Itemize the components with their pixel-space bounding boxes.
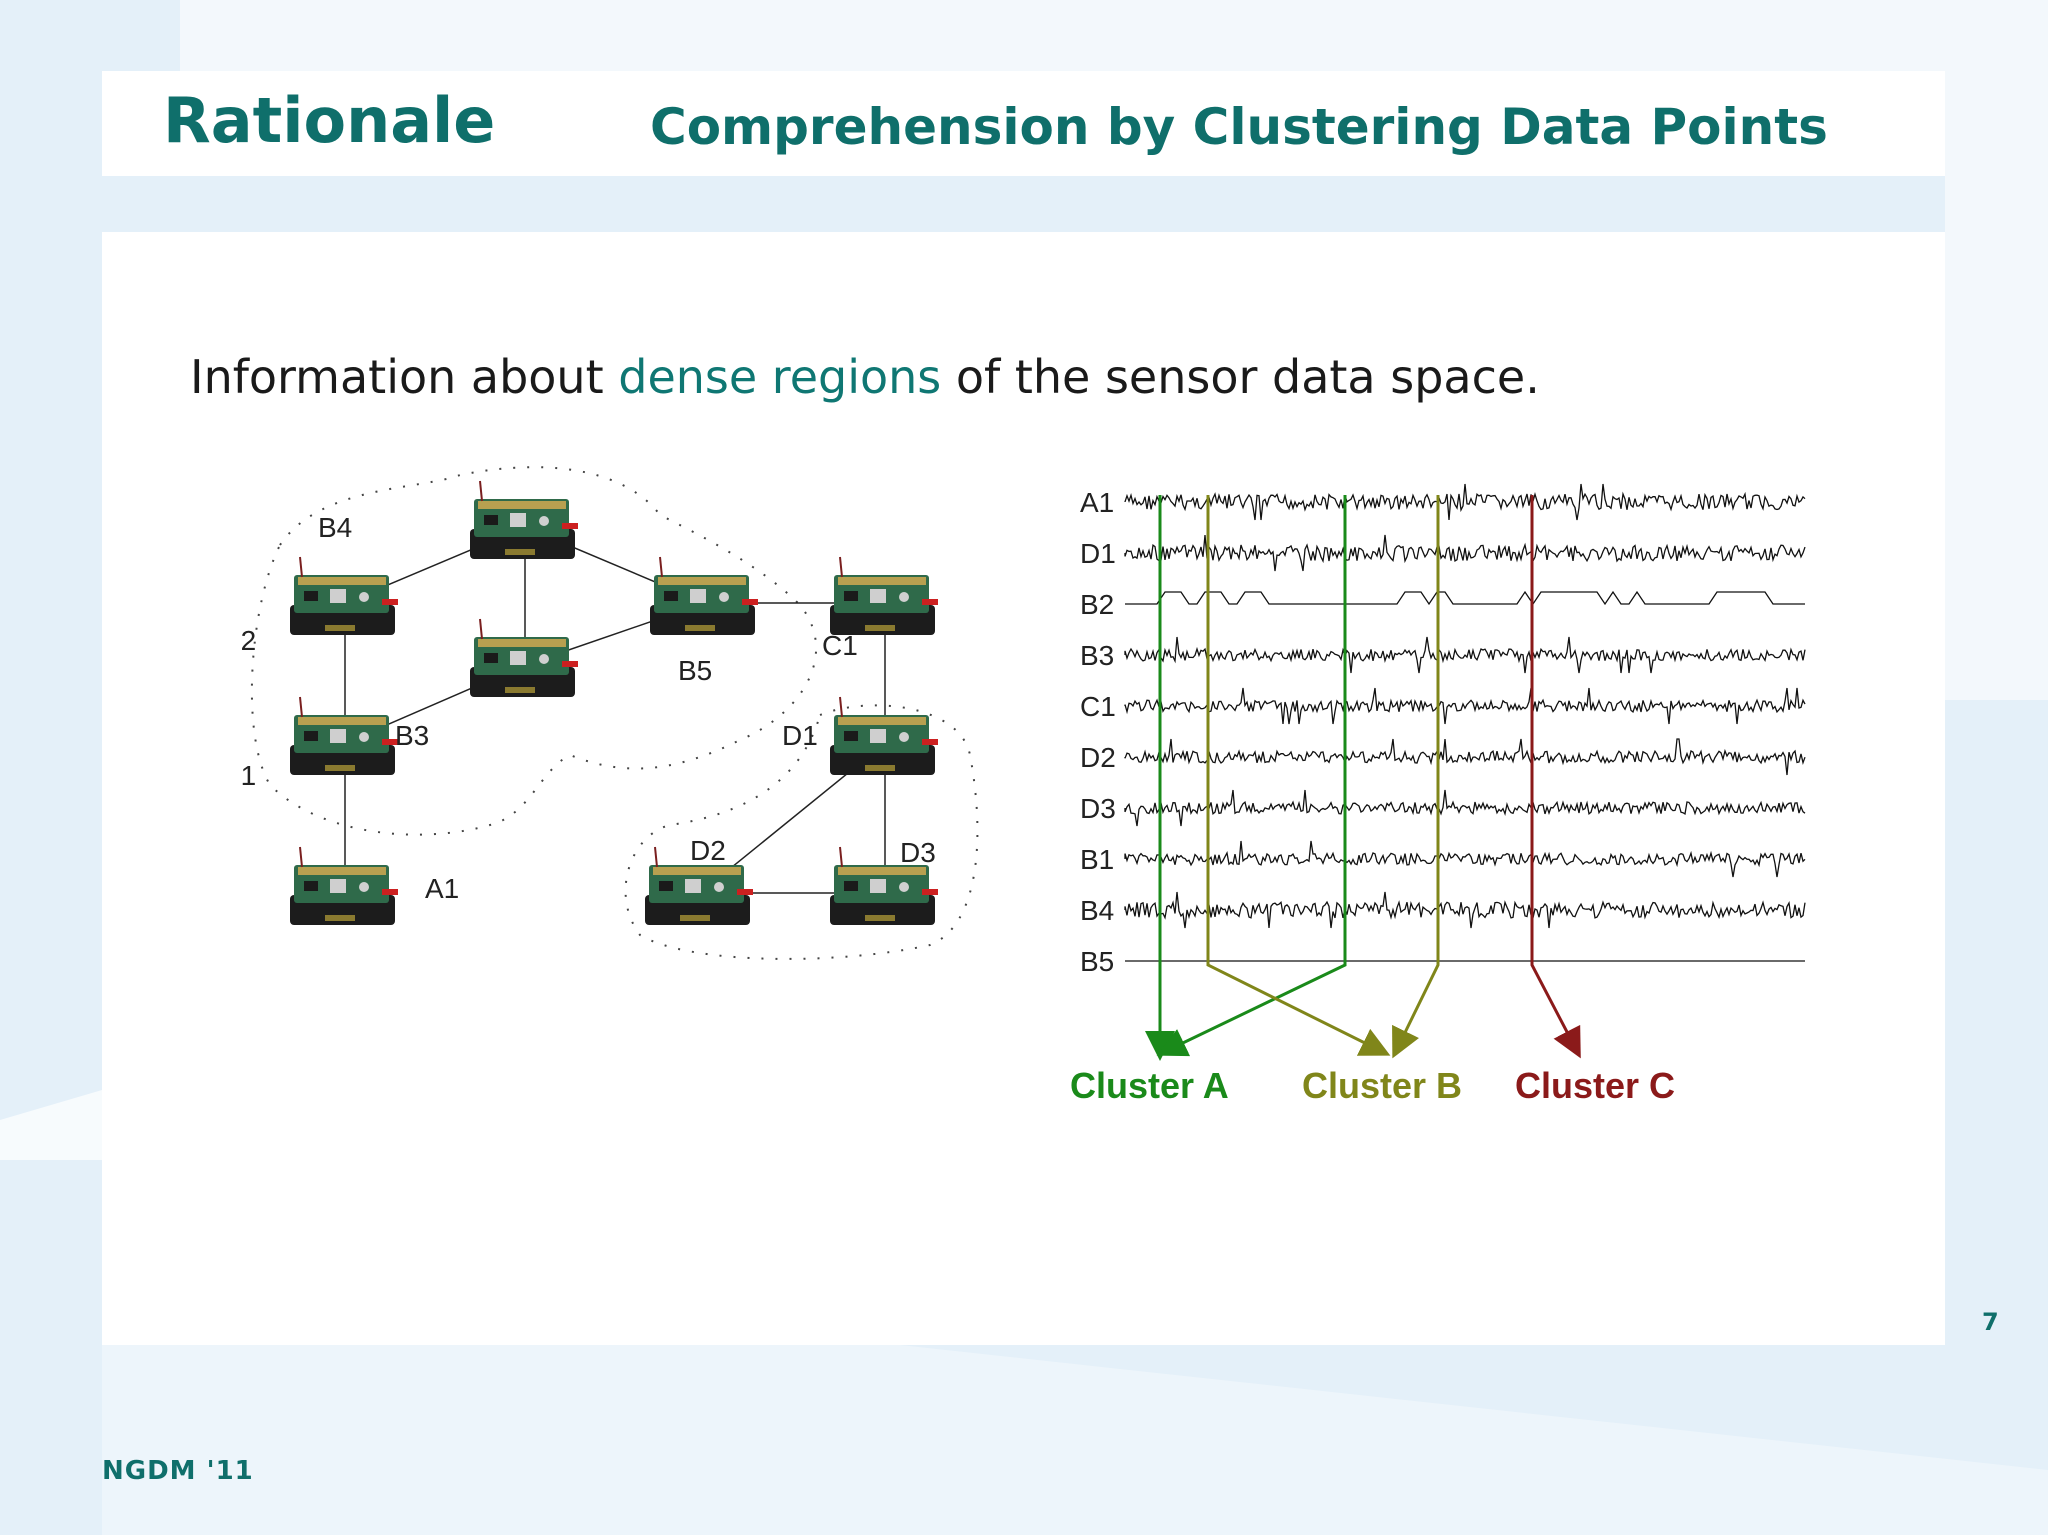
cluster-arrow-2 xyxy=(1392,495,1440,1059)
trace-b2 xyxy=(1125,590,1805,606)
cluster-label-1: Cluster A xyxy=(1070,1065,1229,1106)
trace-b3 xyxy=(1124,636,1806,674)
cluster-labels: Cluster A Cluster B Cluster C xyxy=(1070,1065,1675,1106)
cluster-arrow-2 xyxy=(1206,495,1391,1056)
footer-label: NGDM '11 xyxy=(102,1456,254,1486)
channel-label-b1: B1 xyxy=(1080,844,1114,875)
sensor-mote-d2 xyxy=(645,846,753,925)
node-label: B5 xyxy=(678,655,712,686)
header-panel xyxy=(102,71,1945,176)
cluster-label-2: Cluster B xyxy=(1302,1065,1462,1106)
content-panel xyxy=(102,232,1945,1345)
cluster-arrows xyxy=(1145,495,1581,1061)
trace-b4 xyxy=(1124,891,1806,929)
network-nodes xyxy=(290,480,938,925)
sensor-mote-b3 xyxy=(470,618,578,697)
node-label: D2 xyxy=(690,835,726,866)
channel-label-b2: B2 xyxy=(1080,589,1114,620)
channel-label-c1: C1 xyxy=(1080,691,1116,722)
channel-label-b4: B4 xyxy=(1080,895,1114,926)
node-label: C1 xyxy=(822,630,858,661)
slide-title: Comprehension by Clustering Data Points xyxy=(650,98,1828,156)
channel-label-d2: D2 xyxy=(1080,742,1116,773)
body-text-start: Information about xyxy=(190,350,619,404)
trace-c1 xyxy=(1124,687,1806,725)
channel-label-b5: B5 xyxy=(1080,946,1114,977)
channel-label-a1: A1 xyxy=(1080,487,1114,518)
node-label: D1 xyxy=(782,720,818,751)
node-label: B4 xyxy=(318,512,352,543)
cluster-arrow-1 xyxy=(1156,495,1347,1057)
channel-traces xyxy=(1124,483,1806,962)
channel-label-b3: B3 xyxy=(1080,640,1114,671)
sensor-mote-d1 xyxy=(830,696,938,775)
trace-d3 xyxy=(1124,789,1806,827)
sensor-mote-c1 xyxy=(830,556,938,635)
sensor-mote-b5 xyxy=(650,556,758,635)
node-label: D3 xyxy=(900,837,936,868)
trace-b1 xyxy=(1124,840,1806,878)
node-label: B1 xyxy=(240,760,256,791)
sensor-mote-d3 xyxy=(830,846,938,925)
network-links xyxy=(344,526,886,894)
sensor-mote-a1 xyxy=(290,846,398,925)
channel-label-d3: D3 xyxy=(1080,793,1116,824)
node-label: A1 xyxy=(425,873,459,904)
trace-d2 xyxy=(1124,738,1806,776)
body-text-end: of the sensor data space. xyxy=(941,350,1540,404)
trace-a1 xyxy=(1124,483,1806,521)
sensor-mote-b2 xyxy=(290,556,398,635)
highlight-term: dense regions xyxy=(618,350,942,404)
page-number: 7 xyxy=(1982,1308,1999,1336)
node-label: B3 xyxy=(395,720,429,751)
channel-label-d1: D1 xyxy=(1080,538,1116,569)
trace-d1 xyxy=(1124,534,1806,572)
section-title: Rationale xyxy=(163,84,496,157)
cluster-label-3: Cluster C xyxy=(1515,1065,1675,1106)
sensor-mote-b4 xyxy=(470,480,578,559)
body-text: Information about dense regions of the s… xyxy=(190,350,1540,404)
cluster-arrow-3 xyxy=(1530,495,1581,1059)
node-label: B2 xyxy=(240,625,256,656)
sensor-mote-b1 xyxy=(290,696,398,775)
